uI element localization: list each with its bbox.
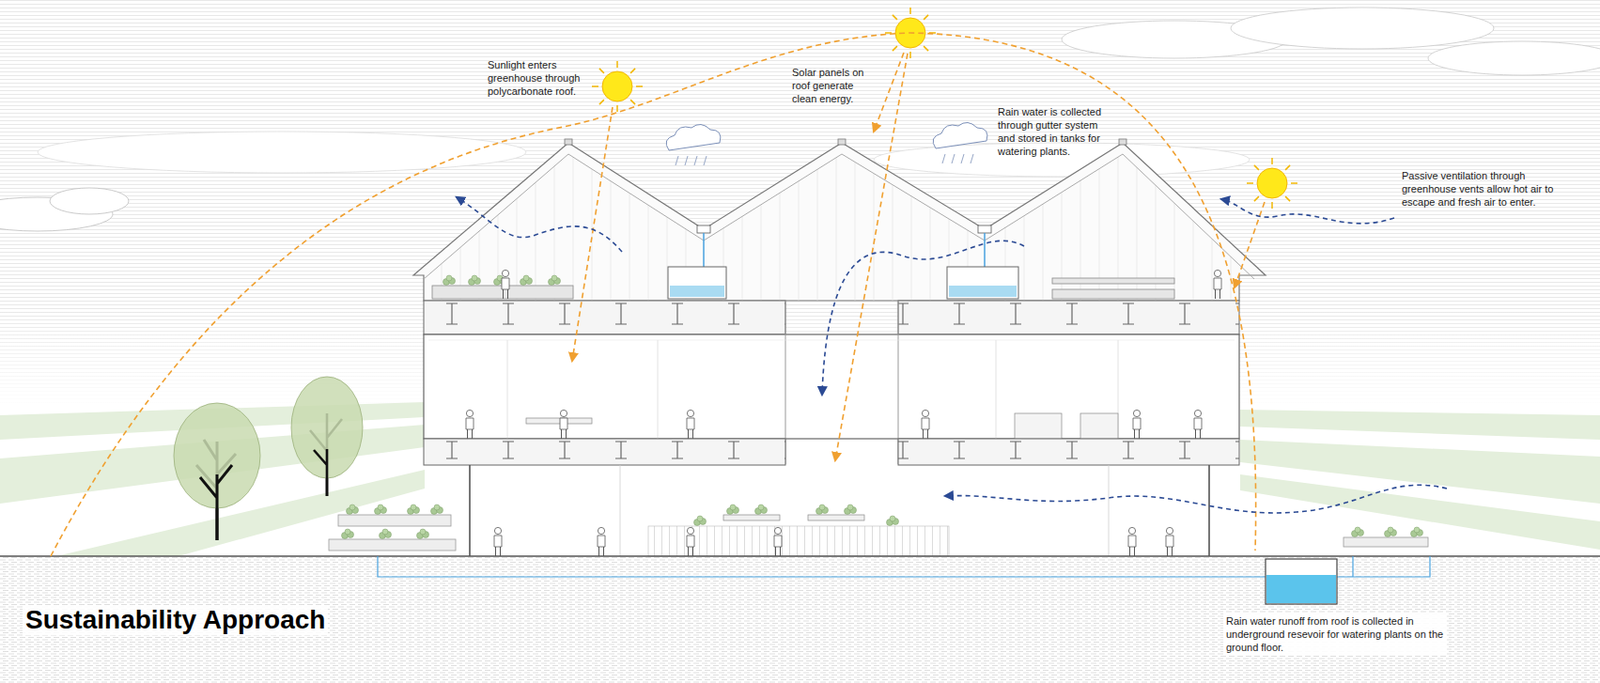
annotation-note: Passive ventilation through greenhouse v… bbox=[1401, 169, 1571, 209]
annotation-note: Rain water runoff from roof is collected… bbox=[1223, 613, 1447, 655]
annotation-note: Solar panels on roof generate clean ener… bbox=[792, 65, 877, 106]
diagram-title: Sustainability Approach bbox=[22, 605, 328, 636]
building-section bbox=[413, 139, 1266, 557]
annotation-note: Rain water is collected through gutter s… bbox=[997, 105, 1115, 158]
ventilation-paths bbox=[456, 197, 1447, 513]
annotation-note: Sunlight enters greenhouse through polyc… bbox=[487, 58, 599, 98]
suns bbox=[591, 7, 1298, 209]
underground bbox=[0, 556, 1600, 683]
trees bbox=[173, 376, 363, 541]
sunlight-paths bbox=[50, 32, 1265, 557]
